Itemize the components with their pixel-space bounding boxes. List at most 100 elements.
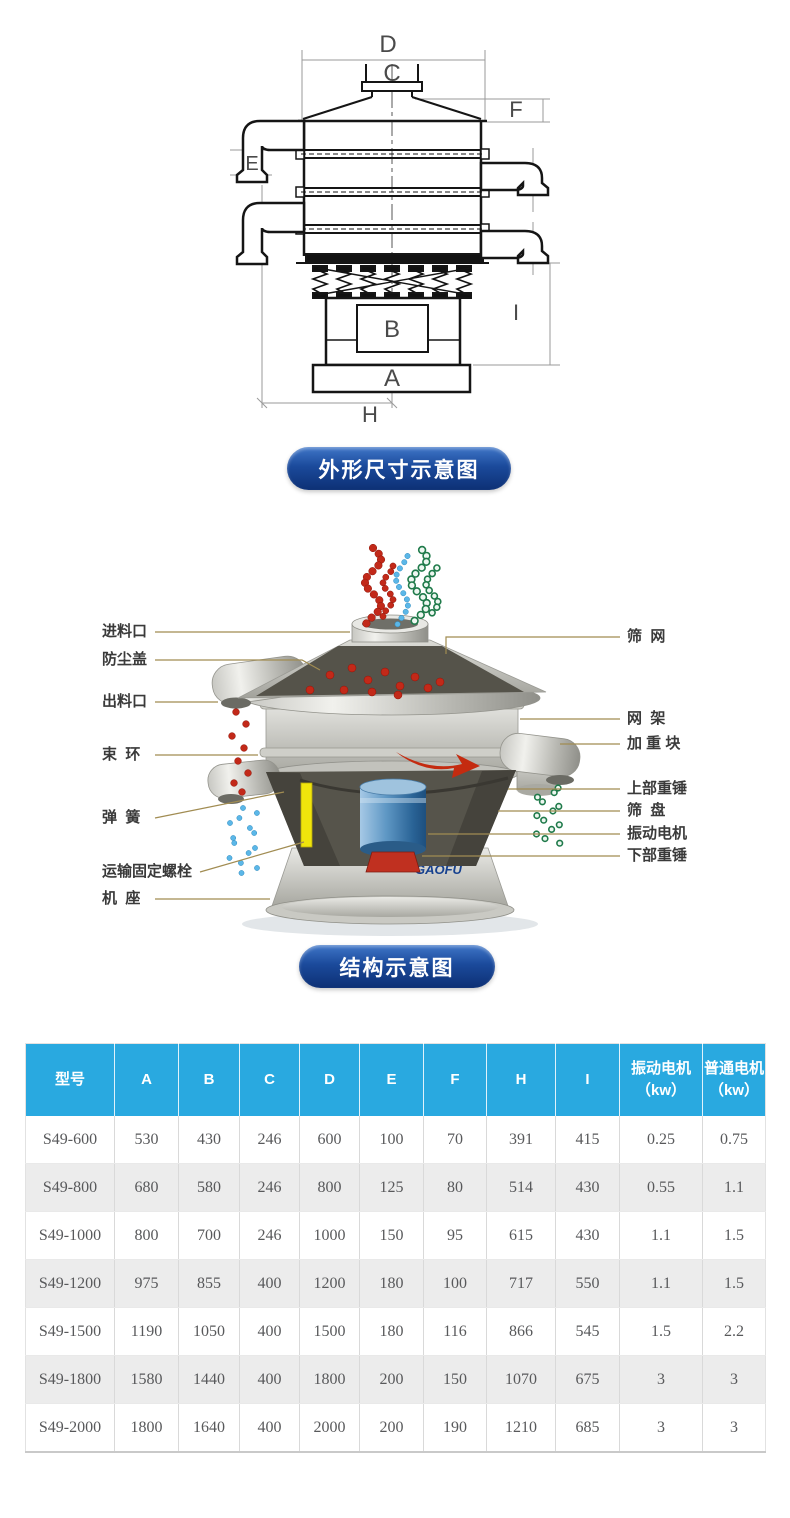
flow-arrow [396,752,480,778]
red-bead [382,607,390,615]
part-label: 加 重 块 [627,735,681,752]
value-cell: 0.75 [702,1116,766,1164]
cyan-bead [393,577,400,584]
value-cell: 200 [359,1403,424,1453]
col-header: D [299,1043,360,1116]
value-cell: 800 [114,1211,179,1260]
value-cell: 400 [239,1403,300,1453]
red-bead [244,769,252,777]
green-bead [417,563,426,572]
value-cell: 190 [423,1403,487,1453]
value-cell: 246 [239,1163,300,1212]
value-cell: 1.1 [702,1163,766,1212]
cyan-bead [245,850,252,856]
value-cell: 1200 [299,1259,360,1308]
part-label: 下部重锤 [627,847,688,864]
value-cell: 1580 [114,1355,179,1404]
part-label: 进料口 [102,623,148,640]
col-header: F [423,1043,487,1116]
value-cell: 2000 [299,1403,360,1453]
dim-label-B: B [384,316,400,343]
value-cell: 1500 [299,1307,360,1356]
value-cell: 1000 [299,1211,360,1260]
green-bead [550,789,558,797]
value-cell: 391 [486,1116,556,1164]
green-bead [533,812,541,820]
green-bead [430,592,439,600]
value-cell: 430 [178,1116,240,1164]
red-bead [386,590,394,598]
col-header: E [359,1043,424,1116]
cyan-bead [398,615,405,621]
part-label: 筛 盘 [627,802,666,819]
value-cell: 855 [178,1259,240,1308]
cyan-bead [402,608,409,615]
part-label: 网 架 [627,710,666,727]
part-label: 防尘盖 [102,651,148,668]
red-bead [368,567,377,576]
green-bead [556,839,564,847]
value-cell: 415 [555,1116,620,1164]
green-bead [421,604,430,614]
red-bead [373,607,382,616]
value-cell: 400 [239,1355,300,1404]
value-cell: 246 [239,1211,300,1260]
value-cell: 1.1 [619,1259,703,1308]
col-header: H [486,1043,556,1116]
col-header: B [178,1043,240,1116]
model-cell: S49-800 [25,1163,115,1212]
green-bead [432,603,441,611]
cyan-bead [404,553,411,559]
red-bead [238,788,246,796]
red-bead [362,619,371,628]
cyan-bead [247,825,253,831]
green-bead [555,821,563,829]
value-cell: 246 [239,1116,300,1164]
part-label: 束 环 [102,746,141,763]
red-bead [379,613,387,620]
red-bead [389,596,397,603]
col-header: C [239,1043,300,1116]
cyan-bead [254,810,260,816]
value-cell: 1.5 [702,1211,766,1260]
cyan-bead [400,590,407,597]
value-cell: 615 [486,1211,556,1260]
outline-dimension-diagram: D C F E B A H I [230,31,560,427]
value-cell: 1440 [178,1355,240,1404]
value-cell: 514 [486,1163,556,1212]
model-cell: S49-600 [25,1116,115,1164]
green-bead [410,616,419,626]
cyan-bead [393,571,400,578]
value-cell: 150 [423,1355,487,1404]
dim-label-C: C [383,60,400,87]
green-bead [428,569,437,578]
dim-label-I: I [513,300,519,325]
value-cell: 3 [619,1403,703,1453]
dim-label-E: E [245,153,258,175]
vibration-motor [359,778,427,857]
red-bead [374,561,383,570]
value-cell: 400 [239,1259,300,1308]
value-cell: 70 [423,1116,487,1164]
green-bead [540,816,548,824]
cyan-bead [226,855,233,861]
cyan-bead [238,870,245,876]
green-bead [555,802,563,811]
clamp-ring-lower [259,747,525,758]
model-cell: S49-1000 [25,1211,115,1260]
leader-line [155,659,321,671]
screen-mesh-cutaway [256,646,524,696]
green-bead [412,587,421,596]
cyan-bead [394,621,401,628]
red-bead [382,573,390,581]
col-header: 振动电机 （kw） [619,1043,703,1116]
value-cell: 116 [423,1307,487,1356]
value-cell: 1050 [178,1307,240,1356]
green-bead [417,545,427,555]
model-cell: S49-1500 [25,1307,115,1356]
value-cell: 1070 [486,1355,556,1404]
